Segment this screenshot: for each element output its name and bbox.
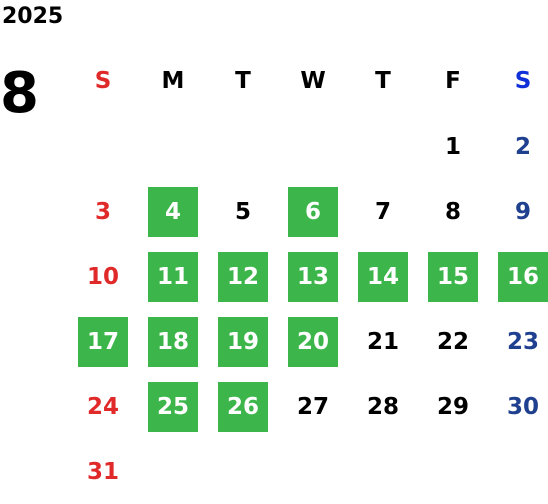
date: 7 xyxy=(374,198,391,225)
date: 9 xyxy=(514,198,531,225)
highlighted-date: 6 xyxy=(288,186,338,237)
weekday-header-monday: M xyxy=(161,68,185,94)
date: 10 xyxy=(86,263,119,290)
highlighted-date: 19 xyxy=(218,316,268,367)
weekday-header-tuesday: T xyxy=(235,68,251,94)
date: 2 xyxy=(514,133,531,160)
day-cell-wednesday xyxy=(278,439,348,504)
day-cell-thursday: 21 xyxy=(348,309,418,374)
day-cell-wednesday xyxy=(278,114,348,179)
day-cell-thursday: 28 xyxy=(348,374,418,439)
day-cell-tuesday: 5 xyxy=(208,179,278,244)
day-cell-saturday: 2 xyxy=(488,114,548,179)
day-cell-friday: 1 xyxy=(418,114,488,179)
date: 21 xyxy=(366,328,399,355)
highlighted-date: 13 xyxy=(288,251,338,302)
day-cell-monday xyxy=(138,439,208,504)
day-cell-tuesday: 19 xyxy=(208,309,278,374)
date: 8 xyxy=(444,198,461,225)
day-cell-wednesday: 6 xyxy=(278,179,348,244)
week-row: 10 11 12 13 14 15 16 xyxy=(68,244,548,309)
day-cell-saturday xyxy=(488,439,548,504)
weekday-header-saturday: S xyxy=(514,68,532,94)
day-cell-sunday: 31 xyxy=(68,439,138,504)
highlighted-date: 14 xyxy=(358,251,408,302)
day-cell-sunday: 17 xyxy=(68,309,138,374)
date: 3 xyxy=(94,198,111,225)
day-cell-monday: 4 xyxy=(138,179,208,244)
day-cell-sunday: 3 xyxy=(68,179,138,244)
day-cell-sunday: 24 xyxy=(68,374,138,439)
highlighted-date: 15 xyxy=(428,251,478,302)
date: 31 xyxy=(86,458,119,485)
day-cell-thursday xyxy=(348,439,418,504)
date: 29 xyxy=(436,393,469,420)
day-cell-monday: 11 xyxy=(138,244,208,309)
week-row: 31 xyxy=(68,439,548,504)
date: 24 xyxy=(86,393,119,420)
week-row: 17 18 19 20 21 22 23 xyxy=(68,309,548,374)
day-cell-thursday: 14 xyxy=(348,244,418,309)
date: 1 xyxy=(444,133,461,160)
day-cell-tuesday: 26 xyxy=(208,374,278,439)
day-cell-monday: 18 xyxy=(138,309,208,374)
weekday-header-thursday: T xyxy=(375,68,391,94)
date: 28 xyxy=(366,393,399,420)
day-cell-saturday: 16 xyxy=(488,244,548,309)
day-cell-friday: 8 xyxy=(418,179,488,244)
date: 30 xyxy=(506,393,539,420)
day-cell-saturday: 9 xyxy=(488,179,548,244)
day-cell-thursday: 7 xyxy=(348,179,418,244)
day-cell-monday xyxy=(138,114,208,179)
day-cell-sunday: 10 xyxy=(68,244,138,309)
day-cell-tuesday xyxy=(208,439,278,504)
date: 27 xyxy=(296,393,329,420)
month-label: 8 xyxy=(0,61,39,126)
date: 22 xyxy=(436,328,469,355)
day-cell-wednesday: 13 xyxy=(278,244,348,309)
day-cell-sunday xyxy=(68,114,138,179)
highlighted-date: 17 xyxy=(78,316,128,367)
weekday-header-wednesday: W xyxy=(300,68,326,94)
day-cell-wednesday: 20 xyxy=(278,309,348,374)
weekday-header-friday: F xyxy=(445,68,461,94)
week-row: 24 25 26 27 28 29 30 xyxy=(68,374,548,439)
highlighted-date: 11 xyxy=(148,251,198,302)
date: 23 xyxy=(506,328,539,355)
day-cell-saturday: 23 xyxy=(488,309,548,374)
highlighted-date: 20 xyxy=(288,316,338,367)
day-cell-saturday: 30 xyxy=(488,374,548,439)
day-cell-wednesday: 27 xyxy=(278,374,348,439)
day-cell-tuesday: 12 xyxy=(208,244,278,309)
day-cell-friday: 15 xyxy=(418,244,488,309)
day-cell-friday: 22 xyxy=(418,309,488,374)
day-cell-tuesday xyxy=(208,114,278,179)
highlighted-date: 25 xyxy=(148,381,198,432)
week-row: 3 4 5 6 7 8 9 xyxy=(68,179,548,244)
date: 5 xyxy=(234,198,251,225)
day-cell-monday: 25 xyxy=(138,374,208,439)
highlighted-date: 4 xyxy=(148,186,198,237)
day-cell-friday xyxy=(418,439,488,504)
weekday-header-sunday: S xyxy=(94,68,112,94)
highlighted-date: 12 xyxy=(218,251,268,302)
highlighted-date: 26 xyxy=(218,381,268,432)
weekday-header-row: S M T W T F S xyxy=(68,48,548,114)
highlighted-date: 18 xyxy=(148,316,198,367)
highlighted-date: 16 xyxy=(498,251,548,302)
year-label: 2025 xyxy=(2,4,64,29)
day-cell-thursday xyxy=(348,114,418,179)
day-cell-friday: 29 xyxy=(418,374,488,439)
